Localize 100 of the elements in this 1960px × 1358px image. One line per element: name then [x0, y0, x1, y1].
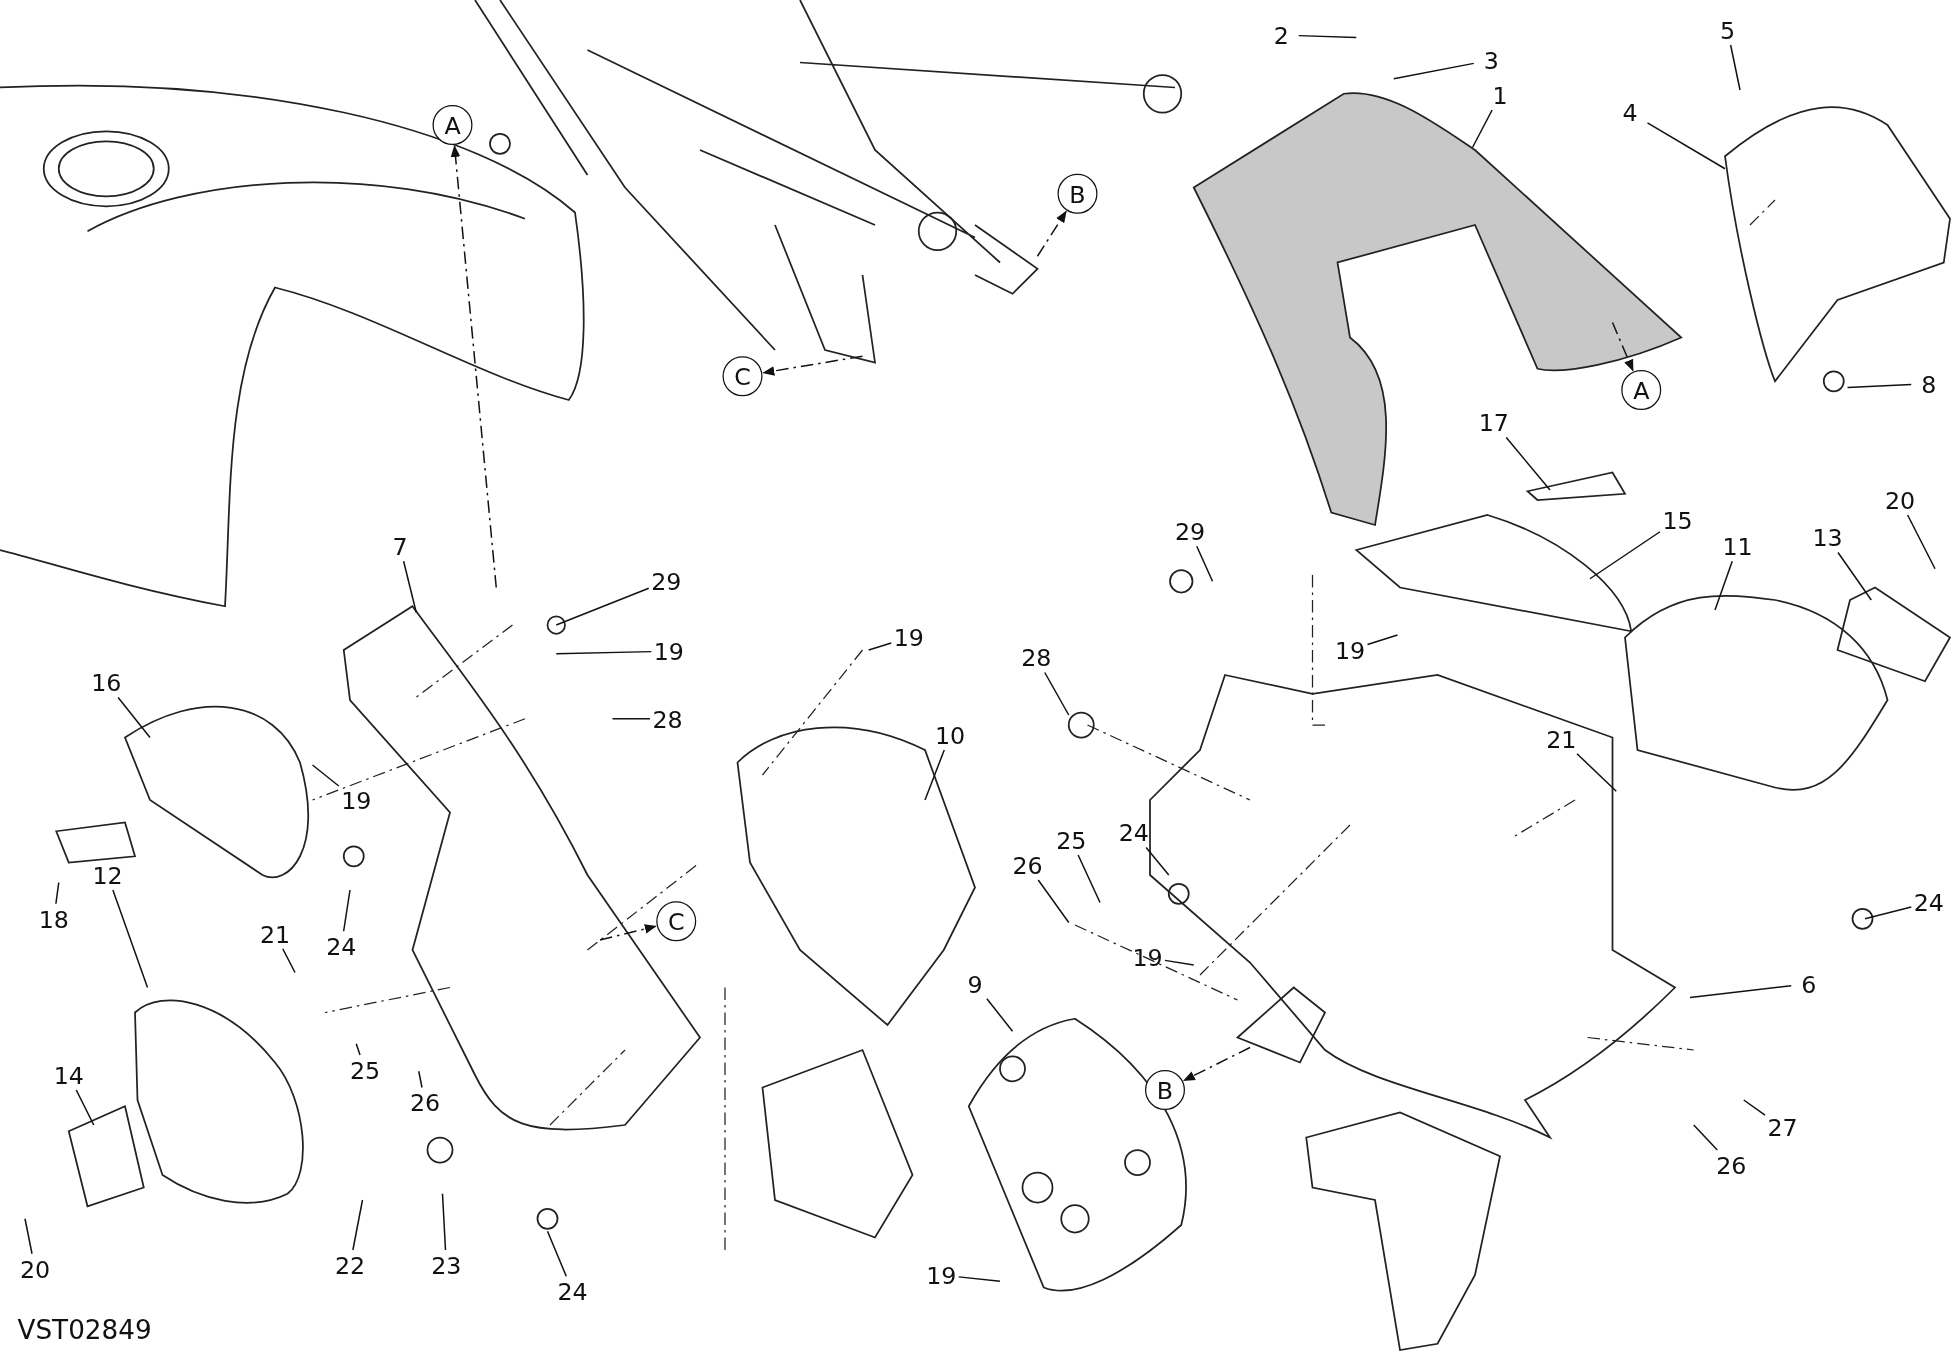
leader-line [1693, 1124, 1718, 1151]
leader-line [1714, 560, 1733, 611]
callout-number: 29 [1172, 517, 1208, 545]
callout-number: 13 [1810, 523, 1845, 552]
leader-line [1366, 634, 1399, 646]
leader-line [546, 1230, 567, 1277]
leader-line [112, 889, 149, 989]
leader-line [1689, 985, 1792, 999]
leader-line [418, 1070, 423, 1089]
leader-line [611, 718, 651, 720]
leader-line [355, 1043, 361, 1056]
callout-number: 26 [407, 1088, 443, 1117]
leader-line [1145, 846, 1170, 876]
leader-line [342, 889, 351, 932]
direction-reference-arrow [1036, 210, 1067, 257]
callout-number: 7 [382, 532, 418, 560]
leader-line [441, 1193, 447, 1251]
callout-number: 19 [891, 623, 927, 652]
callout-number: 21 [1543, 725, 1579, 753]
leader-line [1393, 62, 1475, 80]
callout-number: 4 [1612, 98, 1648, 127]
callout-number: 16 [88, 668, 124, 697]
leader-line [986, 998, 1014, 1032]
callout-number: 5 [1710, 16, 1745, 44]
direction-reference-arrow [762, 355, 864, 376]
reference-letter-circle: B [1057, 173, 1098, 214]
leader-line [1471, 109, 1493, 149]
callout-number: 9 [957, 970, 993, 998]
leader-line [1906, 514, 1936, 570]
callout-number: 23 [428, 1251, 464, 1279]
callout-number: 20 [17, 1255, 53, 1283]
leader-line [555, 650, 652, 655]
callout-number: 25 [1053, 826, 1089, 854]
callout-number: 25 [347, 1056, 383, 1084]
leader-line [1646, 122, 1726, 170]
leader-line [282, 948, 296, 974]
leader-line [75, 1089, 95, 1126]
callout-number: 17 [1476, 408, 1512, 437]
leader-line [24, 1218, 33, 1255]
callout-number: 15 [1660, 506, 1695, 534]
callout-number: 26 [1713, 1151, 1749, 1179]
callout-number: 10 [932, 721, 968, 749]
callout-number: 26 [1010, 851, 1045, 879]
callout-number: 19 [1332, 636, 1368, 664]
leader-line [1589, 531, 1661, 580]
leader-line [1505, 436, 1551, 491]
leader-line [1729, 44, 1741, 91]
callout-number: 20 [1882, 486, 1918, 514]
direction-reference-arrow [599, 924, 657, 941]
leader-line [1164, 959, 1195, 966]
leader-line [868, 642, 892, 651]
direction-reference-arrow [450, 144, 497, 589]
reference-letter-circle: C [656, 901, 697, 942]
callout-number: 11 [1720, 532, 1755, 560]
leader-line [352, 1199, 364, 1251]
leader-line [402, 560, 417, 614]
callout-number: 18 [36, 905, 72, 933]
leader-line [311, 764, 340, 787]
callout-number: 8 [1911, 370, 1947, 398]
callout-number: 28 [650, 705, 685, 733]
direction-reference-arrow [1611, 321, 1634, 372]
reference-letter-circle: A [432, 105, 473, 145]
direction-reference-arrow [1182, 1046, 1251, 1082]
callout-number: 22 [332, 1251, 368, 1279]
leader-line [924, 749, 945, 801]
drawing-code: VST02849 [17, 1315, 152, 1345]
callout-number: 29 [648, 567, 684, 595]
leader-line [1864, 906, 1912, 920]
callout-number: 24 [1116, 818, 1152, 847]
reference-letter-circle: A [1621, 370, 1662, 410]
leader-line [1298, 34, 1357, 39]
leader-line [1037, 879, 1070, 924]
callout-number: 19 [923, 1261, 959, 1289]
callout-number: 1 [1482, 81, 1518, 109]
leader-line [1576, 753, 1617, 792]
callout-number: 14 [51, 1061, 87, 1089]
leader-line [555, 587, 650, 626]
callout-number: 24 [555, 1277, 590, 1305]
leader-line [1196, 545, 1214, 582]
leader-line [1837, 551, 1872, 601]
leader-line [1743, 1099, 1766, 1116]
leader-line [1044, 671, 1070, 716]
callout-number: 21 [257, 920, 293, 948]
leader-line [958, 1276, 1001, 1282]
callout-number: 27 [1765, 1113, 1800, 1142]
leader-line [55, 881, 60, 905]
callout-number: 19 [651, 637, 687, 665]
leader-line [1846, 383, 1912, 389]
callout-number: 24 [1911, 888, 1947, 917]
reference-letter-circle: B [1145, 1070, 1185, 1110]
leader-line [1077, 854, 1101, 904]
callout-number: 28 [1018, 643, 1054, 672]
callout-number: 12 [90, 861, 125, 889]
callout-number: 19 [338, 786, 374, 814]
callout-number: 6 [1791, 970, 1827, 998]
leader-line [117, 696, 151, 739]
callout-number: 3 [1473, 46, 1509, 74]
callout-number: 2 [1263, 21, 1299, 49]
reference-letter-circle: C [722, 356, 763, 397]
callout-number: 19 [1130, 943, 1165, 972]
